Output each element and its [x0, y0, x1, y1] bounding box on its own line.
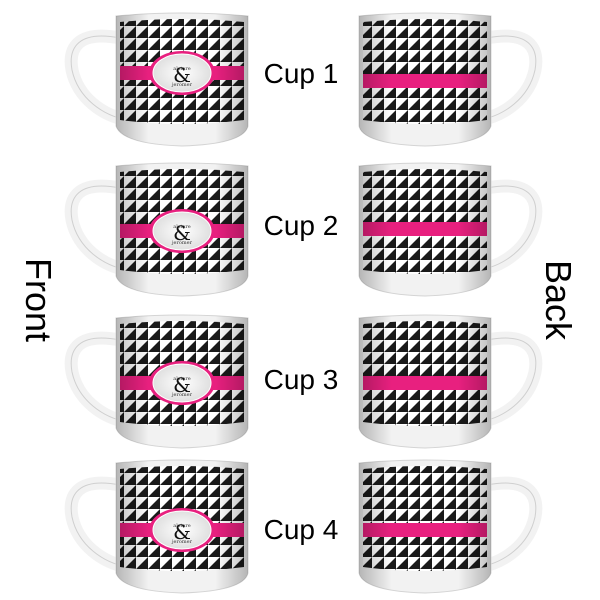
- monogram-line2: jeromer: [171, 539, 193, 545]
- cup-4-label: Cup 4: [263, 514, 339, 545]
- monogram-line1: alstare: [173, 523, 191, 529]
- monogram-ampersand: &: [173, 520, 191, 544]
- cup-1-label: Cup 1: [263, 58, 339, 89]
- cup-1-front: alstare & jeromer: [58, 8, 253, 148]
- monogram-line1: alstare: [173, 224, 191, 230]
- monogram-ampersand: &: [173, 221, 191, 245]
- cup-4-back: [354, 455, 549, 595]
- monogram-ampersand: &: [173, 373, 191, 397]
- cup-3-front: alstare & jeromer: [58, 310, 253, 450]
- front-label: Front: [18, 257, 59, 343]
- monogram-line2: jeromer: [171, 240, 193, 246]
- cup-2-back: [354, 158, 549, 298]
- cup-3-label: Cup 3: [263, 364, 339, 395]
- cup-2-label: Cup 2: [263, 210, 339, 241]
- cup-2-front: alstare & jeromer: [58, 158, 253, 298]
- cup-3-back: [354, 310, 549, 450]
- monogram-line1: alstare: [173, 66, 191, 72]
- monogram-line2: jeromer: [171, 392, 193, 398]
- monogram-line1: alstare: [173, 376, 191, 382]
- cup-1-back: [354, 8, 549, 148]
- monogram-line2: jeromer: [171, 82, 193, 88]
- monogram-ampersand: &: [173, 63, 191, 87]
- cup-4-front: alstare & jeromer: [58, 455, 253, 595]
